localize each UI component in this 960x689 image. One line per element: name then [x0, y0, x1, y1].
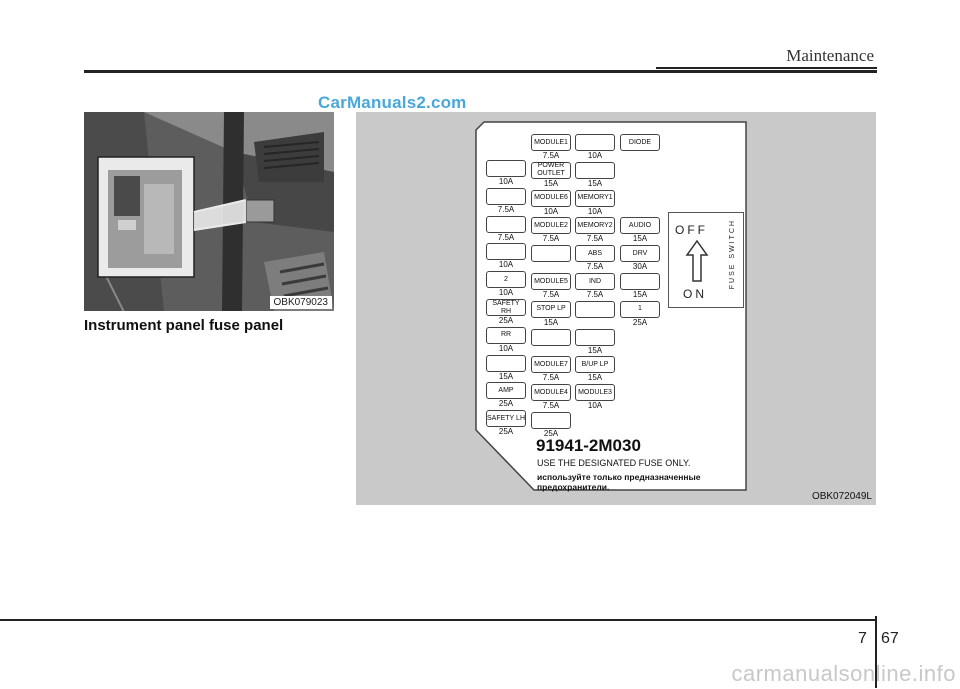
fuse-slot	[575, 161, 615, 179]
fuse-slot	[486, 243, 526, 261]
fuse-rating: 25A	[632, 317, 648, 327]
fuse-slot: MODULE5	[531, 273, 571, 290]
footer-rule	[0, 619, 877, 621]
fuse-slot: B/UP LP	[575, 356, 615, 374]
fuse-rating: 15A	[587, 373, 603, 383]
instrument-panel-photo: OBK079023	[84, 112, 334, 311]
fuse-rating: 7.5A	[542, 290, 560, 299]
fuse-rating: 7.5A	[497, 204, 515, 214]
header-rule	[84, 70, 877, 73]
fuse-rating: 15A	[498, 371, 514, 381]
fuse-rating: 7.5A	[586, 290, 604, 299]
diagram-code: OBK072049L	[811, 491, 872, 502]
fuse-rating: 15A	[543, 317, 559, 327]
fuse-switch-off: OFF	[675, 223, 708, 237]
fuse-rating: 10A	[587, 151, 603, 160]
header-rule-accent	[656, 67, 877, 69]
fuse-rating: 15A	[632, 290, 648, 299]
fuse-rating: 25A	[543, 429, 559, 438]
fuse-slot: MODULE1	[531, 134, 571, 151]
fuse-switch: OFF ON FUSE SWITCH	[668, 212, 744, 308]
figure-caption: Instrument panel fuse panel	[84, 317, 284, 334]
fuse-rating: 15A	[587, 345, 603, 355]
footer-watermark: carmanualsonline.info	[731, 661, 956, 686]
fuse-slot: AMP	[486, 382, 526, 400]
fuse-slot: DRV	[620, 245, 660, 263]
fuse-slot: MODULE2	[531, 217, 571, 235]
chapter-number: 7	[858, 630, 867, 647]
fuse-rating: 10A	[498, 260, 514, 270]
fuse-slot: 2	[486, 271, 526, 289]
fuse-rating: 30A	[632, 262, 648, 272]
fuse-slot: MODULE6	[531, 189, 571, 207]
fuse-slot	[486, 187, 526, 205]
usage-warning: USE THE DESIGNATED FUSE ONLY.	[537, 458, 691, 468]
fuse-slot: DIODE	[620, 134, 660, 151]
fuse-rating: 7.5A	[497, 232, 515, 242]
fuse-slot: MODULE3	[575, 384, 615, 402]
fuse-rating: 10A	[498, 288, 514, 298]
fuse-slot	[575, 328, 615, 346]
section-title: Maintenance	[786, 46, 874, 65]
fuse-slot: MODULE7	[531, 356, 571, 374]
fuse-slot	[531, 245, 571, 263]
fuse-rating: 25A	[498, 427, 514, 437]
watermark-text: CarManuals2.com	[318, 93, 467, 112]
fuse-rating: 7.5A	[542, 373, 560, 383]
fuse-rating: 7.5A	[586, 262, 604, 272]
fuse-slot: SAFETY LH	[486, 410, 526, 428]
fuse-switch-label: FUSE SWITCH	[729, 219, 736, 290]
fuse-rating: 7.5A	[586, 234, 604, 244]
fuse-slot: MEMORY1	[575, 189, 615, 207]
fuse-rating: 25A	[498, 399, 514, 409]
fuse-rating: 15A	[632, 234, 648, 244]
arrow-up-icon	[685, 239, 709, 282]
fuse-slot	[575, 134, 615, 151]
fuse-slot: STOP LP	[531, 300, 571, 318]
dashboard-illustration	[84, 112, 334, 311]
fuse-rating: 7.5A	[542, 401, 560, 411]
fuse-slot: SAFETY RH	[486, 299, 526, 316]
fuse-slot: MEMORY2	[575, 217, 615, 235]
fuse-rating: 10A	[498, 177, 514, 186]
fuse-rating: 7.5A	[542, 234, 560, 244]
part-number: 91941-2M030	[536, 436, 641, 455]
fuse-rating: 7.5A	[542, 151, 560, 160]
fuse-slot: AUDIO	[620, 217, 660, 235]
fuse-slot	[486, 215, 526, 233]
photo-code: OBK079023	[269, 296, 332, 309]
fuse-rating: 10A	[498, 343, 514, 353]
usage-warning-ru: используйте только предназначенные предо…	[537, 472, 701, 492]
fuse-slot	[620, 273, 660, 290]
fuse-rating: 10A	[587, 401, 603, 411]
page-separator	[875, 616, 877, 688]
fuse-slot	[531, 412, 571, 429]
fuse-slot: MODULE4	[531, 384, 571, 402]
fuse-slot: IND	[575, 273, 615, 290]
fuse-rating: 10A	[543, 206, 559, 216]
fuse-rating: 15A	[587, 178, 603, 188]
fuse-slot: POWER OUTLET	[531, 161, 571, 179]
fuse-rating: 25A	[498, 316, 514, 325]
fuse-rating: 15A	[543, 178, 559, 188]
fuse-slot: 1	[620, 300, 660, 318]
fuse-slot: ABS	[575, 245, 615, 263]
fuse-slot	[531, 328, 571, 346]
fuse-switch-on: ON	[683, 287, 707, 301]
page-number: 67	[881, 630, 899, 647]
fuse-slot: RR	[486, 326, 526, 344]
fuse-slot	[575, 300, 615, 318]
fuse-rating: 10A	[587, 206, 603, 216]
fuse-slot	[486, 160, 526, 177]
fuse-slot	[486, 354, 526, 372]
